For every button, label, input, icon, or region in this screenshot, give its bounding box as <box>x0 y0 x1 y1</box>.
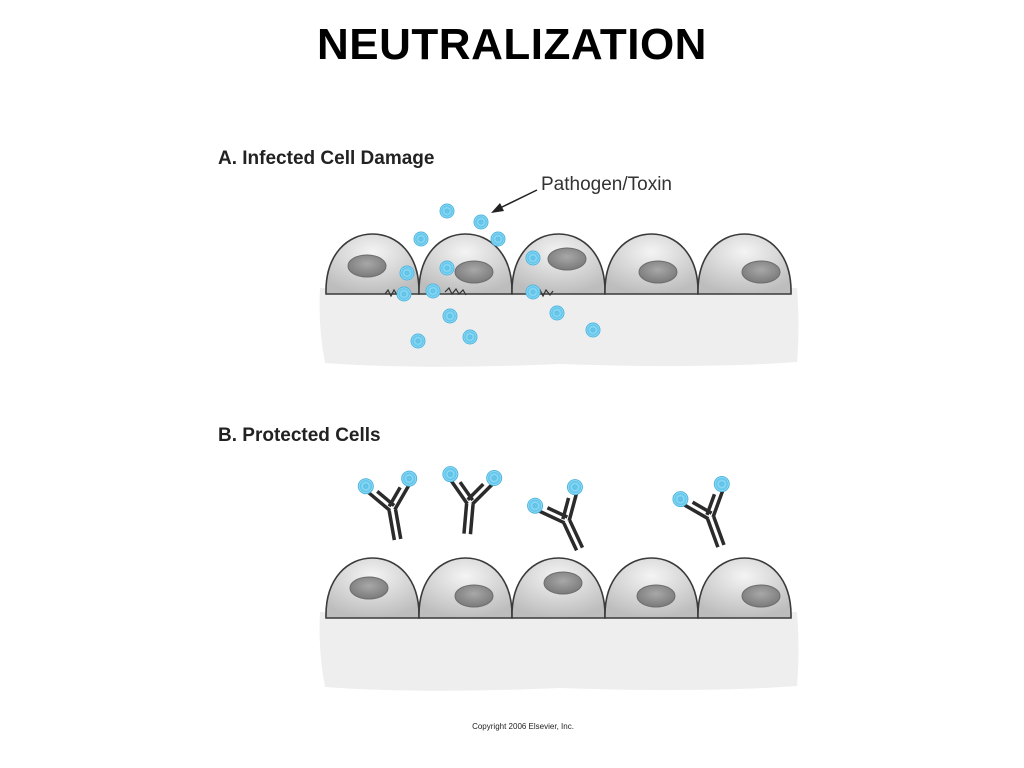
cell-nucleus <box>547 247 587 271</box>
epithelial-cell <box>697 557 792 619</box>
cell-nucleus <box>349 576 389 600</box>
epithelial-cell <box>418 233 513 295</box>
pathogen-cluster <box>396 203 601 349</box>
copyright-notice: Copyright 2006 Elsevier, Inc. <box>472 722 574 731</box>
cell-nucleus <box>347 254 387 278</box>
panel-a-label: A. Infected Cell Damage <box>218 148 434 169</box>
epithelial-cell <box>511 233 606 295</box>
antibody <box>536 491 585 552</box>
cell-row-b <box>325 557 792 619</box>
antibody-group <box>357 466 730 552</box>
antibody <box>365 482 412 541</box>
callout-arrow <box>491 189 538 213</box>
antibody <box>448 478 495 535</box>
epithelial-cell <box>604 557 699 619</box>
cell-nucleus <box>638 260 678 284</box>
tissue-base <box>319 288 799 367</box>
epithelial-cell <box>418 557 513 619</box>
epithelial-cell <box>325 557 420 619</box>
panel-b-label: B. Protected Cells <box>218 425 381 446</box>
epithelial-cell <box>697 233 792 295</box>
epithelial-cell <box>325 233 420 295</box>
cell-nucleus <box>543 571 583 595</box>
cell-nucleus <box>741 584 781 608</box>
cell-nucleus <box>741 260 781 284</box>
page-title: NEUTRALIZATION <box>317 20 707 69</box>
tissue-layer-a <box>319 288 799 367</box>
cell-nucleus <box>636 584 676 608</box>
tissue-base <box>319 612 799 691</box>
pathogen-toxin-label: Pathogen/Toxin <box>541 174 672 195</box>
cell-row-a <box>325 233 792 295</box>
epithelial-cell <box>604 233 699 295</box>
cell-nucleus <box>454 260 494 284</box>
epithelial-cell <box>511 557 606 619</box>
tissue-layer-b <box>319 612 799 691</box>
cell-nucleus <box>454 584 494 608</box>
antibody <box>681 488 726 548</box>
